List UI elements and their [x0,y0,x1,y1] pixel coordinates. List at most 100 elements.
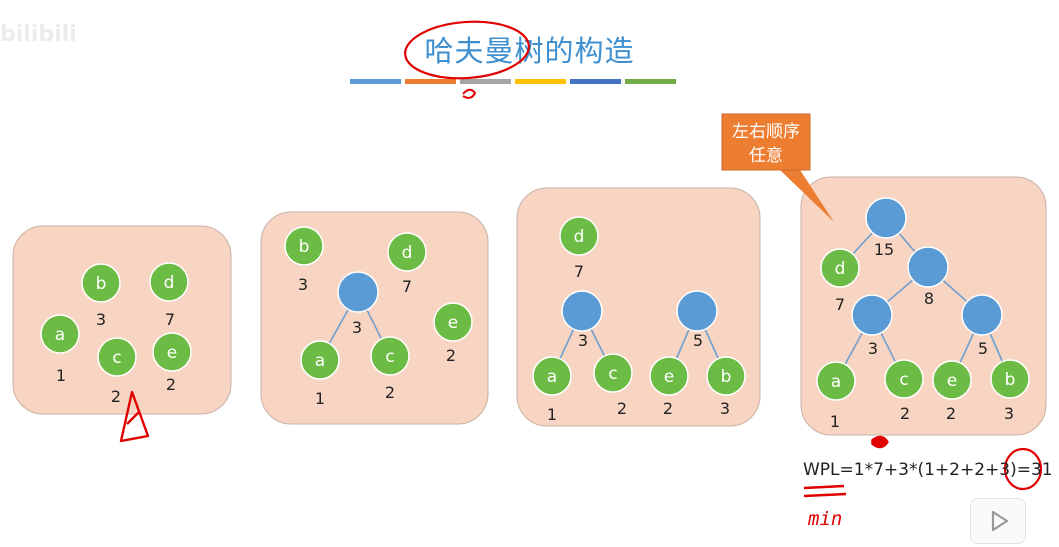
node-label: c [608,364,617,384]
leaf-node-a [300,340,340,380]
node-label: b [721,367,732,387]
node-weight: 3 [96,310,106,329]
node-weight: 2 [663,399,673,418]
node-weight: 2 [900,404,910,423]
node-label: a [315,351,325,371]
leaf-node-d [820,248,860,288]
leaf-node-c [884,359,924,399]
leaf-node-a [532,356,572,396]
underline-annotation [803,484,845,490]
leaf-node-e [932,360,972,400]
divider-segment [405,79,456,84]
callout-box [721,113,811,171]
node-weight: 2 [385,383,395,402]
node-weight: 3 [1004,404,1014,423]
callout-text: 左右顺序任意 [732,122,800,166]
node-weight: 2 [111,387,121,406]
leaf-node-d [387,232,427,272]
internal-node-n5 [961,294,1003,336]
node-weight: 1 [315,389,325,408]
node-label: d [574,227,585,247]
wpl-formula: WPL=1*7+3*(1+2+2+3)=31 [803,460,1053,480]
leaf-node-b [990,359,1030,399]
node-weight: 7 [835,295,845,314]
leaf-node-b [284,226,324,266]
step-panel-2: b 3 d 7 3 e 2 a 1 c 2 [260,211,489,425]
circle-annotation-title [404,20,530,80]
divider-segment [515,79,566,84]
internal-node-n8 [907,246,949,288]
internal-node-n3 [561,290,603,332]
node-label: a [547,367,557,387]
node-label: d [835,259,846,279]
node-weight: 2 [946,404,956,423]
node-weight: 1 [547,405,557,424]
node-weight: 5 [693,331,703,350]
divider-segment [570,79,621,84]
node-weight: 5 [978,339,988,358]
node-weight: 15 [874,240,894,259]
node-label: e [947,371,957,391]
panel-background [12,225,232,415]
internal-node-n5 [676,290,718,332]
node-weight: 2 [166,375,176,394]
node-weight: 1 [830,412,840,431]
leaf-node-c [593,353,633,393]
leaf-node-b [81,263,121,303]
step-panel-1: a 1 b 3c 2 d 7 e 2 [12,225,232,415]
node-weight: 3 [298,275,308,294]
internal-node-n15 [865,197,907,239]
dot-annotation [871,435,889,449]
callout-pointer [780,170,834,222]
node-weight: 3 [720,399,730,418]
leaf-node-c [97,337,137,377]
node-label: d [402,243,413,263]
leaf-node-a [40,314,80,354]
node-label: c [112,348,121,368]
node-label: b [96,274,107,294]
scribble-annotation [462,88,477,99]
node-label: d [164,273,175,293]
bilibili-watermark: bilibili [0,22,77,47]
play-button[interactable] [970,498,1026,544]
node-weight: 1 [56,366,66,385]
node-weight: 7 [402,277,412,296]
leaf-node-b [706,356,746,396]
node-label: b [299,237,310,257]
node-label: e [448,313,458,333]
node-weight: 2 [446,346,456,365]
node-label: a [831,372,841,392]
node-label: c [385,347,394,367]
panel-background [800,176,1047,436]
node-weight: 3 [868,339,878,358]
node-weight: 3 [352,318,362,337]
node-weight: 7 [574,262,584,281]
triangle-annotation [119,390,150,443]
leaf-node-d [559,216,599,256]
underline-annotation [803,492,847,498]
internal-node-n3 [337,271,379,313]
leaf-node-e [433,302,473,342]
internal-node-n3 [851,294,893,336]
leaf-node-c [370,336,410,376]
color-divider [350,79,676,84]
handwritten-annotations [119,20,1043,498]
play-icon [991,510,1009,532]
min-annotation: min [808,508,843,530]
callout-bubble [721,113,834,222]
node-label: b [1005,370,1016,390]
divider-segment [460,79,511,84]
leaf-node-e [152,332,192,372]
node-weight: 7 [165,310,175,329]
node-weight: 2 [617,399,627,418]
divider-segment [350,79,401,84]
node-label: a [55,325,65,345]
node-label: e [167,343,177,363]
node-weight: 8 [924,289,934,308]
circle-annotation-result [1003,447,1043,491]
node-weight: 3 [578,331,588,350]
